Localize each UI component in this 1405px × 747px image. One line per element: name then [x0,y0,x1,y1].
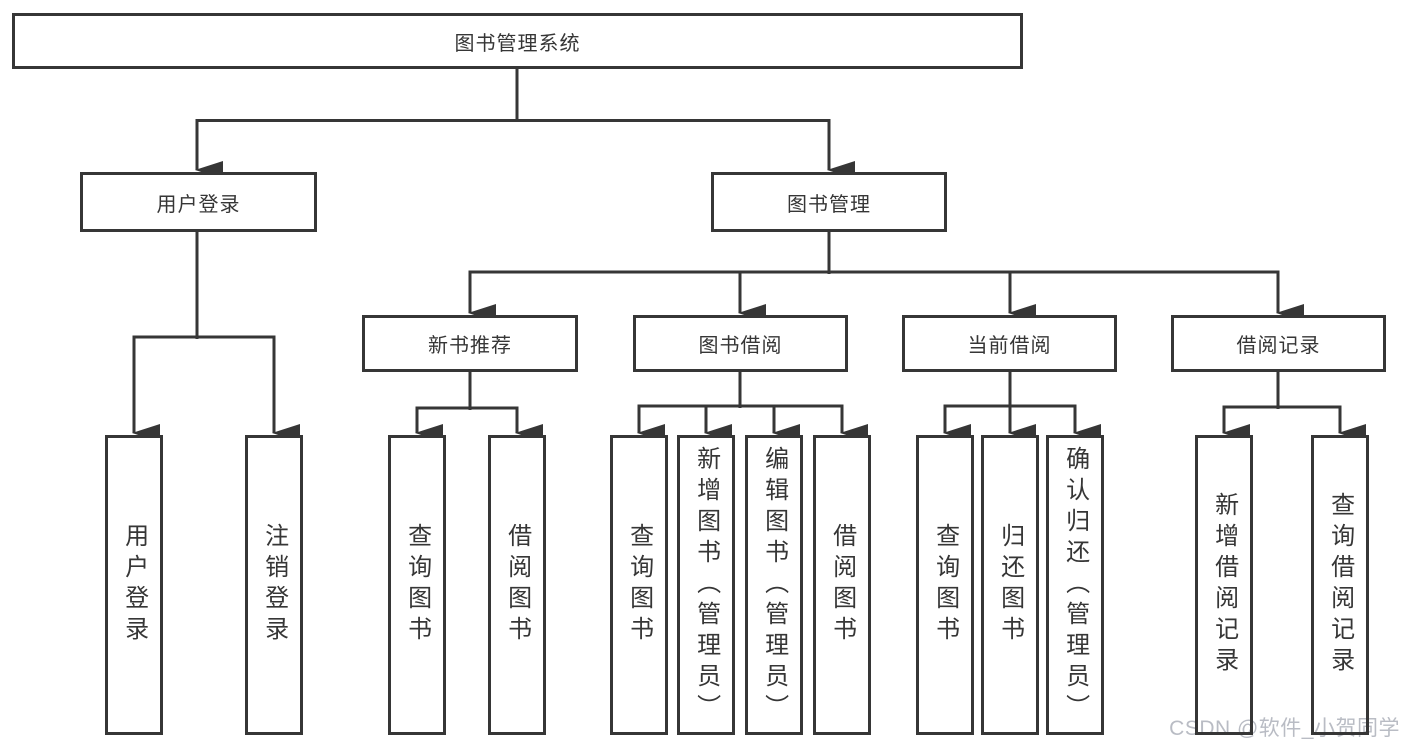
node-query-borrow-record: 查询借阅记录 [1311,435,1369,735]
node-borrowing-records: 借阅记录 [1171,315,1386,372]
node-confirm-return-admin: 确认归还（管理员） [1046,435,1104,735]
node-add-borrow-record: 新增借阅记录 [1195,435,1253,735]
node-return-books: 归还图书 [981,435,1039,735]
node-current-borrowing: 当前借阅 [902,315,1117,372]
node-book-management: 图书管理 [711,172,947,232]
node-query-books-current: 查询图书 [916,435,974,735]
node-user-login: 用户登录 [80,172,317,232]
node-add-books-admin: 新增图书（管理员） [677,435,735,735]
node-book-borrowing: 图书借阅 [633,315,848,372]
node-user-login-leaf: 用户登录 [105,435,163,735]
node-edit-books-admin: 编辑图书（管理员） [745,435,803,735]
node-library-system-root: 图书管理系统 [12,13,1023,69]
node-query-books-borrowing: 查询图书 [610,435,668,735]
node-borrow-books-recommend: 借阅图书 [488,435,546,735]
watermark-text: CSDN @软件_小贺同学 [1169,717,1400,740]
node-new-book-recommend: 新书推荐 [362,315,578,372]
node-query-books-recommend: 查询图书 [388,435,446,735]
node-borrow-books-borrowing: 借阅图书 [813,435,871,735]
node-logout-leaf: 注销登录 [245,435,303,735]
